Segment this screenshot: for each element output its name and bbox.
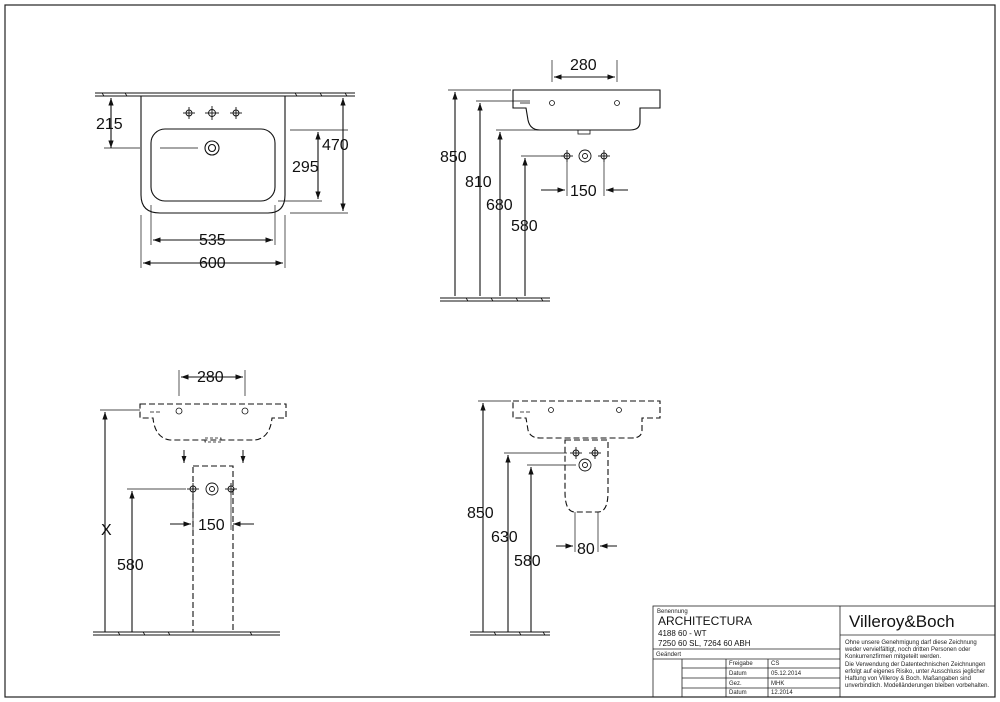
dim-underside-height: 810 — [465, 174, 492, 191]
label-changed: Geändert — [656, 652, 681, 658]
top-view — [95, 92, 355, 268]
drawing-frame — [4, 4, 996, 698]
dim-inner-depth: 295 — [292, 159, 319, 176]
basin-side-dashed — [512, 400, 661, 439]
basin-front-dashed — [139, 403, 287, 441]
dim-supply-spacing-front: 150 — [198, 517, 225, 534]
legal-line-6: Haftung von Villeroy & Boch. Maßangaben … — [845, 676, 971, 682]
article-line-2: 7250 60 SL, 7264 60 ABH — [658, 639, 751, 648]
row-value-4: 12.2014 — [771, 690, 793, 696]
dim-supply-spacing-top: 150 — [570, 183, 597, 200]
legal-line-2: weder vervielfältigt, noch dritten Perso… — [844, 647, 970, 653]
basin-outline — [140, 96, 286, 214]
dim-siphon-height: 680 — [486, 197, 513, 214]
side-pedestal-view — [470, 400, 661, 636]
dim-depth-tap: 215 — [96, 116, 123, 133]
product-name: ARCHITECTURA — [658, 614, 752, 628]
front-pedestal-labels: 280 150 X 580 — [101, 369, 225, 574]
dim-tap-spacing-top: 280 — [570, 57, 597, 74]
side-pedestal-labels: 850 630 580 80 — [467, 505, 595, 570]
row-value-2: 05.12.2014 — [771, 671, 802, 677]
dim-waste-height-side: 580 — [514, 553, 541, 570]
extra-value: CS — [771, 661, 779, 667]
row-label-1: Freigabe — [729, 661, 753, 667]
brand-logo: Villeroy&Boch — [849, 612, 955, 631]
supply-holes-side-icon — [570, 447, 601, 472]
pedestal-dashed — [192, 465, 234, 633]
legal-line-7: unverbindlich. Modelländerungen bleiben … — [845, 683, 989, 689]
dim-rim-height-side: 850 — [467, 505, 494, 522]
article-line-1: 4188 60 - WT — [658, 629, 707, 638]
drain-icon — [204, 140, 220, 156]
legal-line-4: Die Verwendung der Datentechnischen Zeic… — [845, 662, 985, 668]
title-block: Benennung ARCHITECTURA 4188 60 - WT 7250… — [652, 605, 996, 698]
legal-line-1: Ohne unsere Genehmigung darf diese Zeich… — [845, 640, 977, 646]
legal-line-3: Konkurrenzfirmen mitgeteilt werden. — [845, 654, 941, 660]
basin-profile — [512, 89, 661, 131]
wall-elevation-labels: 280 850 810 680 580 150 — [440, 57, 597, 235]
wall-elevation-view — [440, 60, 661, 302]
dim-overall-width: 600 — [199, 255, 226, 272]
tap-holes-icon — [183, 106, 242, 120]
label-designation: Benennung — [657, 609, 688, 615]
row-label-3: Gez. — [729, 681, 742, 687]
top-view-labels: 215 470 295 535 600 — [96, 116, 349, 272]
dim-variable-height: X — [101, 522, 112, 539]
dim-waste-height-front: 580 — [117, 557, 144, 574]
dim-tap-spacing-front: 280 — [197, 369, 224, 386]
front-pedestal-view — [93, 370, 287, 636]
dim-pedestal-height: 630 — [491, 529, 518, 546]
pedestal-side-dashed — [564, 439, 609, 513]
legal-line-5: erfolgt auf eigenes Risiko, unter Aussch… — [845, 669, 985, 675]
supply-holes-icon — [561, 149, 610, 163]
dim-pedestal-width: 80 — [577, 541, 595, 558]
dim-rim-height-top: 850 — [440, 149, 467, 166]
basin-bowl — [150, 128, 276, 202]
row-label-2: Datum — [729, 671, 747, 677]
row-label-4: Datum — [729, 690, 747, 696]
supply-holes-front-icon — [187, 482, 237, 496]
row-value-3: MHK — [771, 681, 784, 687]
dim-inner-width: 535 — [199, 232, 226, 249]
dim-overall-depth: 470 — [322, 137, 349, 154]
dim-waste-height-top: 580 — [511, 218, 538, 235]
